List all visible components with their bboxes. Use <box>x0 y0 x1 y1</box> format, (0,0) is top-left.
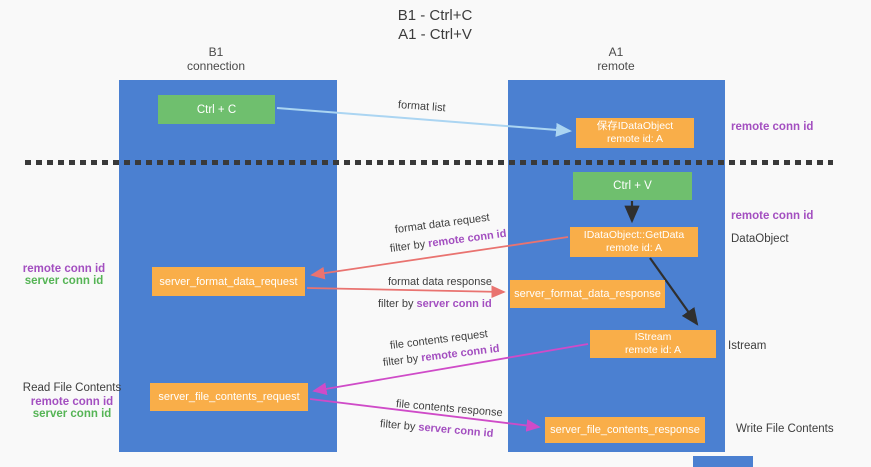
diagram-title: B1 - Ctrl+C A1 - Ctrl+V <box>300 6 570 44</box>
node-save-idataobject-line1: 保存IDataObject <box>596 120 674 132</box>
column-b1-subtitle: connection <box>186 59 246 73</box>
left-file-group: Read File Contents remote conn id server… <box>22 382 122 420</box>
right-dataobject-label: DataObject <box>731 233 789 245</box>
column-a1-subtitle: remote <box>597 59 635 73</box>
column-header-a1: A1 remote <box>556 45 676 73</box>
node-server-format-data-request: server_format_data_request <box>152 267 305 296</box>
left-remote-conn-id-2: remote conn id <box>30 396 114 408</box>
format-list-label: format list <box>397 99 446 115</box>
server-conn-id-text: server conn id <box>417 421 494 440</box>
separator-dashed-line <box>25 160 833 165</box>
column-b1-name: B1 <box>208 45 224 59</box>
filter-by-text: filter by <box>382 352 422 369</box>
node-ctrl-c-label: Ctrl + C <box>196 103 237 116</box>
left-server-conn-id-1: server conn id <box>24 275 104 287</box>
file-contents-response-label: file contents response <box>395 398 504 420</box>
title-line-1: B1 - Ctrl+C <box>397 7 473 24</box>
filter-by-text: filter by <box>379 418 419 434</box>
right-remote-conn-id-1: remote conn id <box>731 121 814 133</box>
node-getdata-line1: IDataObject::GetData <box>583 229 685 241</box>
node-ctrl-c: Ctrl + C <box>158 95 275 124</box>
file-contents-response-filter-label: filter by server conn id <box>379 418 493 440</box>
server-conn-id-text: server conn id <box>416 298 492 310</box>
right-istream-label: Istream <box>728 340 767 352</box>
left-read-file-contents-label: Read File Contents <box>22 382 122 394</box>
node-save-idataobject-line2: remote id: A <box>606 133 664 145</box>
left-remote-conn-id-1: remote conn id <box>22 263 106 275</box>
column-header-b1: B1 connection <box>156 45 276 73</box>
node-ctrl-v: Ctrl + V <box>573 172 692 200</box>
format-data-response-label: format data response <box>388 276 492 288</box>
node-server-file-contents-request-label: server_file_contents_request <box>158 391 300 403</box>
node-server-format-data-response: server_format_data_response <box>510 280 665 308</box>
right-write-file-contents-label: Write File Contents <box>736 423 834 435</box>
node-istream-line1: IStream <box>634 331 672 343</box>
node-server-file-contents-response-label: server_file_contents_response <box>550 424 700 436</box>
bottom-blue-fragment <box>693 456 753 467</box>
filter-by-text: filter by <box>389 238 429 255</box>
format-data-response-filter-label: filter by server conn id <box>378 298 492 310</box>
filter-by-text: filter by <box>378 298 417 310</box>
remote-conn-id-text: remote conn id <box>427 227 508 250</box>
node-istream-line2: remote id: A <box>624 344 682 356</box>
column-a1-name: A1 <box>608 45 624 59</box>
node-server-format-data-response-label: server_format_data_response <box>514 288 661 300</box>
node-server-format-data-request-label: server_format_data_request <box>159 275 298 288</box>
left-conn-id-group-1: remote conn id server conn id <box>19 263 109 287</box>
node-server-file-contents-request: server_file_contents_request <box>150 383 308 411</box>
title-line-2: A1 - Ctrl+V <box>398 26 472 43</box>
node-ctrl-v-label: Ctrl + V <box>613 180 652 192</box>
node-getdata: IDataObject::GetData remote id: A <box>570 227 698 257</box>
left-server-conn-id-2: server conn id <box>32 408 112 420</box>
node-server-file-contents-response: server_file_contents_response <box>545 417 705 443</box>
node-istream: IStream remote id: A <box>590 330 716 358</box>
node-save-idataobject: 保存IDataObject remote id: A <box>576 118 694 148</box>
node-getdata-line2: remote id: A <box>605 242 663 254</box>
right-remote-conn-id-2: remote conn id <box>731 210 814 222</box>
